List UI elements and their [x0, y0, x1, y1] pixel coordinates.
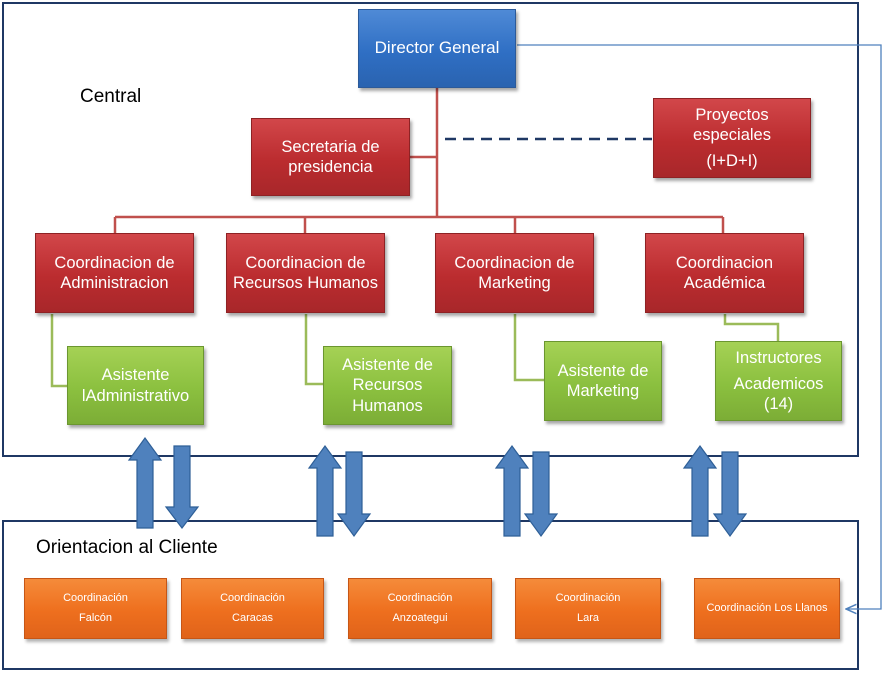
node-label: Marketing [478, 274, 551, 292]
up-arrow-4 [682, 444, 718, 537]
node-label: Caracas [232, 611, 273, 624]
node-label: Coordinacion de [454, 253, 575, 272]
director-to-llanos-line [517, 44, 882, 609]
node-label: lAdministrativo [81, 386, 190, 405]
node-label: Anzoategui [392, 611, 448, 624]
up-arrow-3 [494, 444, 530, 537]
node-label: Falcón [78, 611, 113, 624]
node-label: Coordinación [63, 592, 128, 605]
asistente-marketing-node: Asistente de Marketing [544, 341, 662, 421]
node-label: Humanos [352, 396, 423, 415]
coordinacion-caracas-node: Coordinación Caracas [181, 578, 324, 639]
node-label: Asistente [101, 366, 170, 385]
node-label: Coordinación [387, 592, 453, 605]
secretaria-node: Secretaria de presidencia [251, 118, 410, 196]
node-label: Instructores [735, 348, 822, 367]
node-label: Recursos [352, 376, 423, 395]
up-arrow-2 [307, 444, 343, 537]
director-general-node: Director General [358, 9, 516, 88]
node-label: Asistente de [342, 356, 433, 375]
node-label: (14) [763, 395, 794, 414]
coordinacion-lara-node: Coordinación Lara [515, 578, 661, 639]
coordinacion-academica-node: Coordinacion Académica [645, 233, 804, 313]
asistente-rrhh-node: Asistente de Recursos Humanos [323, 346, 452, 425]
interaction-arrows [127, 436, 748, 538]
node-label: Secretaria de [281, 137, 380, 156]
coordinacion-falcon-node: Coordinación Falcón [24, 578, 167, 639]
node-label: presidencia [288, 158, 373, 176]
node-label: Coordinación Los Llanos [706, 601, 828, 614]
coordinacion-marketing-node: Coordinacion de Marketing [435, 233, 594, 313]
node-label: Coordinacion de [54, 253, 175, 272]
up-arrow-1 [127, 436, 163, 529]
tree-connectors [113, 88, 725, 233]
asistente-administrativo-node: Asistente lAdministrativo [67, 346, 204, 425]
proyectos-especiales-node: Proyectos especiales (I+D+I) [653, 98, 811, 178]
node-label: Marketing [566, 382, 640, 400]
coordinacion-anzoategui-node: Coordinación Anzoategui [348, 578, 492, 639]
down-arrow-3 [523, 451, 559, 538]
down-arrow-1 [164, 445, 200, 529]
assistant-connectors [50, 314, 780, 388]
instructores-academicos-node: Instructores Academicos (14) [715, 341, 842, 421]
node-label: Coordinación [220, 592, 285, 605]
central-label: Central [80, 86, 142, 107]
node-label: Asistente de [557, 361, 649, 380]
node-label: (I+D+I) [706, 151, 758, 170]
node-label: Administracion [60, 274, 169, 292]
node-label: especiales [693, 126, 771, 145]
down-arrow-2 [336, 451, 372, 538]
node-label: Coordinacion [675, 253, 774, 272]
node-label: Coordinación [555, 592, 621, 605]
coordinacion-rrhh-node: Coordinacion de Recursos Humanos [226, 233, 385, 313]
node-label: Lara [576, 611, 600, 624]
coordinacion-los-llanos-node: Coordinación Los Llanos [694, 578, 840, 639]
node-label: Director General [374, 38, 500, 58]
coordinacion-administracion-node: Coordinacion de Administracion [35, 233, 194, 313]
node-label: Académica [683, 274, 766, 292]
node-label: Recursos Humanos [233, 274, 378, 292]
node-label: Proyectos [695, 106, 769, 125]
client-section-label: Orientacion al Cliente [36, 537, 218, 558]
down-arrow-4 [712, 451, 748, 538]
node-label: Coordinacion de [245, 253, 366, 272]
node-label: Academicos [733, 374, 824, 393]
